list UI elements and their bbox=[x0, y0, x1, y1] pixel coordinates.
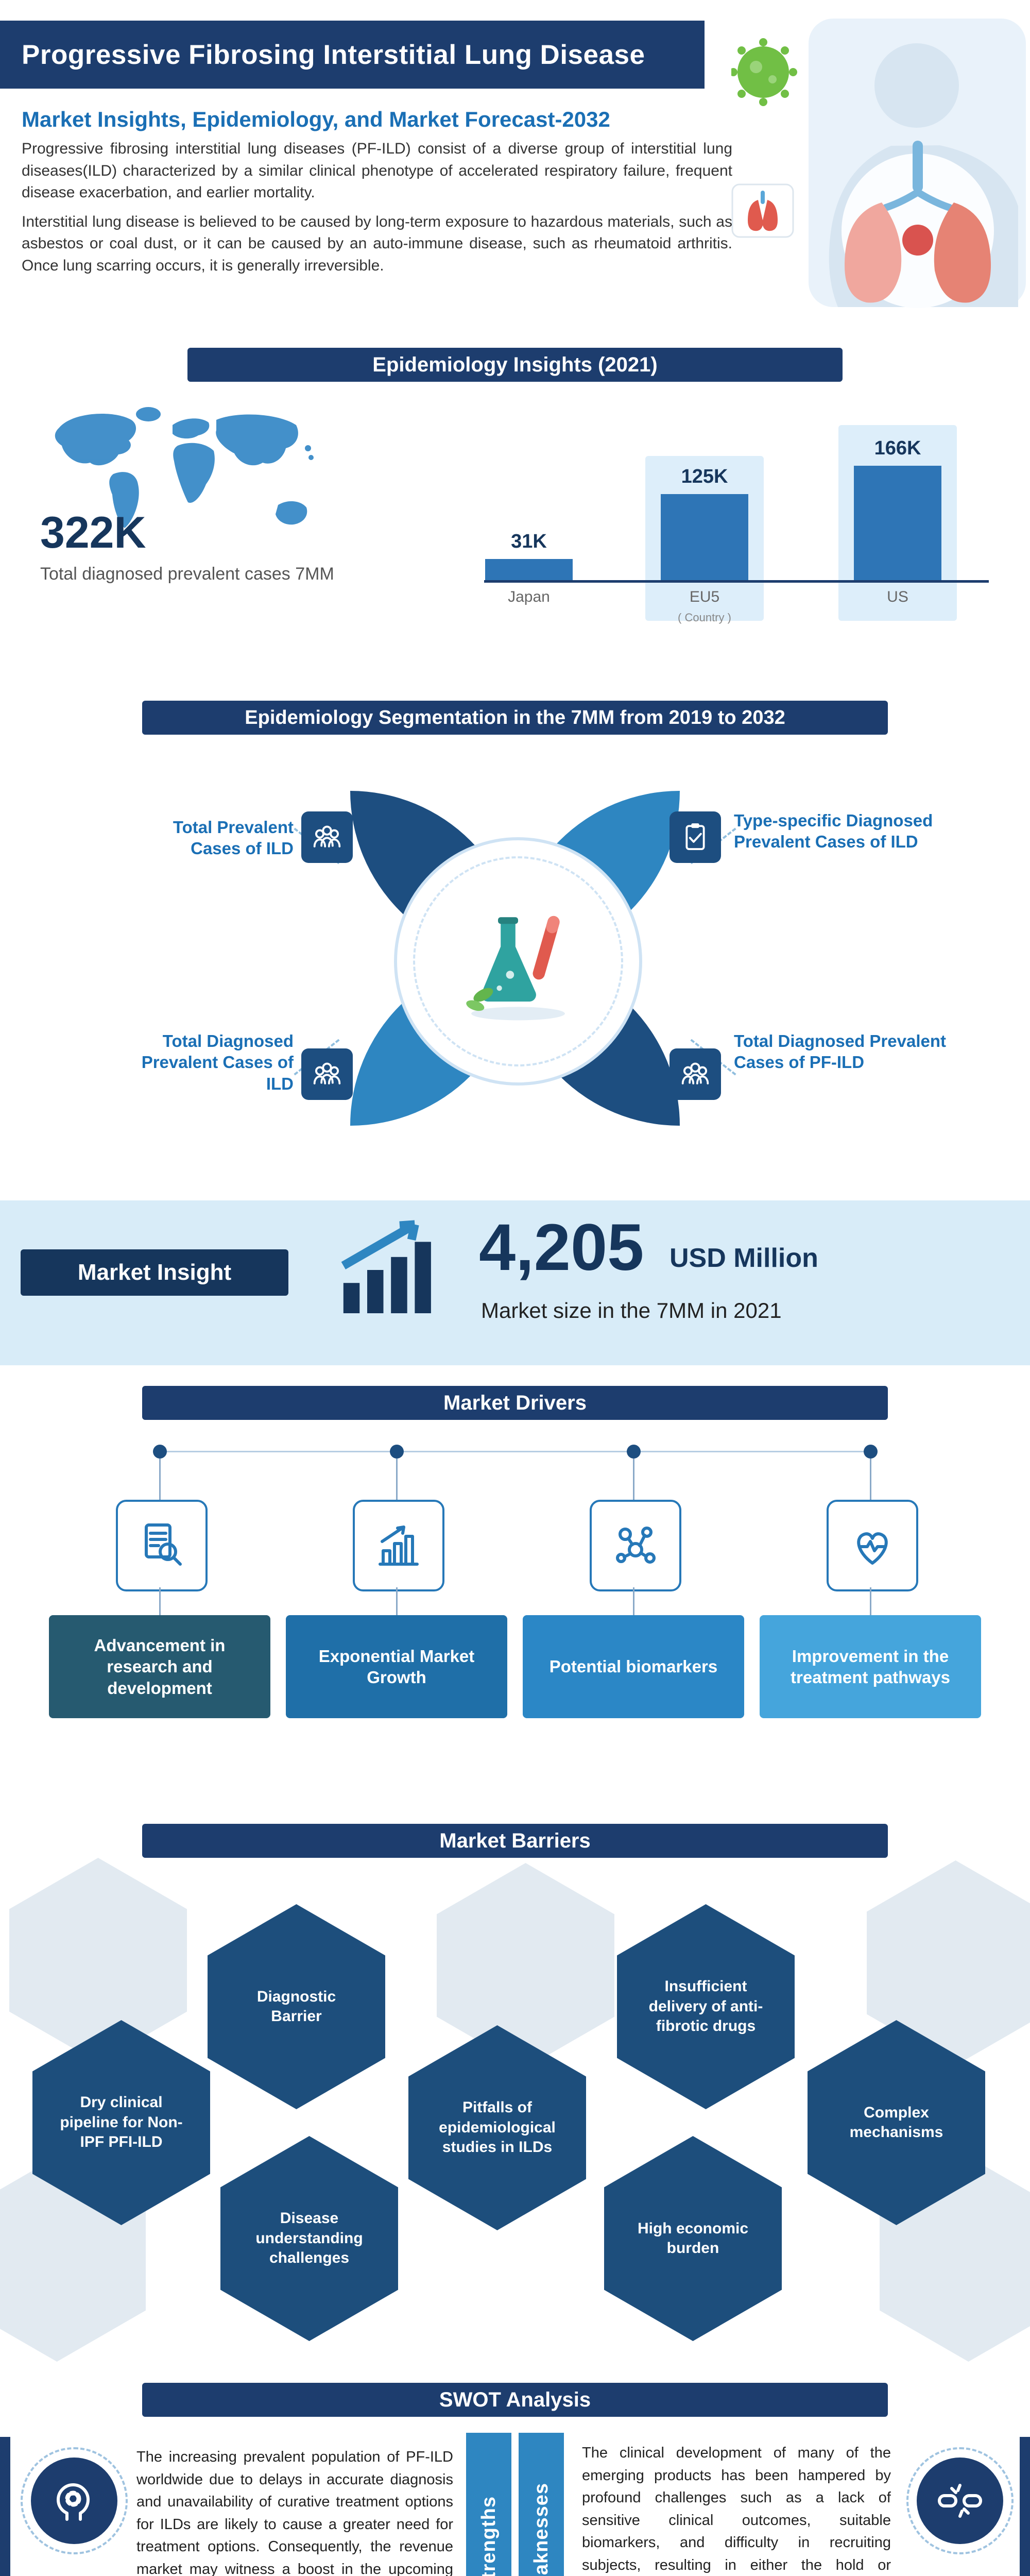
lungs-card-icon bbox=[731, 183, 794, 238]
growth-bars-arrow-icon bbox=[330, 1216, 448, 1324]
intro-text: Progressive fibrosing interstitial lung … bbox=[22, 138, 732, 284]
people-group-icon bbox=[670, 1048, 721, 1100]
decor-hexagon bbox=[9, 1858, 187, 2063]
market-drivers-banner: Market Drivers bbox=[142, 1386, 888, 1420]
world-map bbox=[55, 407, 314, 528]
bar-value-eu5: 125K bbox=[681, 466, 728, 487]
growth-chart-icon bbox=[353, 1500, 444, 1591]
lungs-illustration bbox=[731, 19, 1026, 308]
strengths-text: The increasing prevalent population of P… bbox=[136, 2449, 453, 2576]
weaknesses-band: Weaknesses bbox=[519, 2433, 564, 2576]
segment-type-specific-ild: Type-specific Diagnosed Prevalent Cases … bbox=[734, 811, 933, 852]
driver-market-growth: Exponential Market Growth bbox=[286, 1615, 507, 1718]
doc-search-icon bbox=[116, 1500, 208, 1591]
barrier-epi-pitfalls: Pitfalls of epidemiological studies in I… bbox=[408, 2025, 586, 2230]
market-insight-label: Market Insight bbox=[21, 1249, 288, 1296]
brain-gear-icon bbox=[31, 2458, 117, 2544]
segment-total-prevalent-ild: Total Prevalent Cases of ILD bbox=[173, 818, 294, 858]
lab-illustration bbox=[466, 916, 565, 1021]
market-size-value: 4,205 bbox=[479, 1211, 644, 1284]
people-group-icon bbox=[301, 811, 353, 863]
axis-label-japan: Japan bbox=[508, 588, 550, 605]
axis-label-eu5: EU5 bbox=[689, 588, 720, 605]
header-title-bar: Progressive Fibrosing Interstitial Lung … bbox=[0, 21, 705, 89]
page-title: Progressive Fibrosing Interstitial Lung … bbox=[22, 39, 645, 70]
driver-biomarkers: Potential biomarkers bbox=[523, 1615, 744, 1718]
total-prevalent-cases-caption: Total diagnosed prevalent cases 7MM bbox=[40, 564, 334, 584]
driver-treatment-pathways: Improvement in the treatment pathways bbox=[760, 1615, 981, 1718]
driver-node bbox=[864, 1445, 878, 1459]
swot-banner: SWOT Analysis bbox=[142, 2383, 888, 2417]
market-size-unit: USD Million bbox=[670, 1243, 818, 1273]
driver-node bbox=[390, 1445, 404, 1459]
market-barriers-banner: Market Barriers bbox=[142, 1824, 888, 1858]
barrier-understanding: Disease understanding challenges bbox=[220, 2136, 398, 2341]
barrier-diagnostic: Diagnostic Barrier bbox=[208, 1904, 385, 2109]
driver-rnd: Advancement in research and development bbox=[49, 1615, 270, 1718]
intro-paragraph-1: Progressive fibrosing interstitial lung … bbox=[22, 140, 732, 201]
decor-hexagon bbox=[437, 1863, 614, 2068]
segmentation-center bbox=[394, 837, 642, 1086]
total-prevalent-cases-value: 322K bbox=[40, 508, 146, 557]
intro-paragraph-2: Interstitial lung disease is believed to… bbox=[22, 213, 732, 274]
bar-value-us: 166K bbox=[874, 437, 921, 459]
segment-total-diagnosed-pfild: Total Diagnosed Prevalent Cases of PF-IL… bbox=[734, 1031, 946, 1072]
bar-us bbox=[854, 466, 941, 580]
molecule-icon bbox=[590, 1500, 681, 1591]
epidemiology-insights-banner: Epidemiology Insights (2021) bbox=[187, 348, 843, 382]
segmentation-banner: Epidemiology Segmentation in the 7MM fro… bbox=[142, 701, 888, 735]
weaknesses-text: The clinical development of many of the … bbox=[582, 2445, 891, 2573]
market-size-caption: Market size in the 7MM in 2021 bbox=[481, 1298, 782, 1323]
strengths-band: Strengths bbox=[466, 2433, 511, 2576]
bar-japan bbox=[485, 559, 573, 580]
segment-total-diagnosed-ild: Total Diagnosed Prevalent Cases of ILD bbox=[141, 1031, 294, 1093]
barriers-honeycomb: Diagnostic Barrier Insufficient delivery… bbox=[0, 1858, 1030, 2365]
drivers-connector-line bbox=[160, 1451, 870, 1452]
broken-chain-icon bbox=[917, 2458, 1003, 2544]
page-subtitle: Market Insights, Epidemiology, and Marke… bbox=[22, 107, 610, 131]
prevalence-bar-chart: 31K 125K 166K bbox=[464, 428, 1009, 580]
barrier-antifibrotic: Insufficient delivery of anti-fibrotic d… bbox=[617, 1904, 795, 2109]
driver-node bbox=[153, 1445, 167, 1459]
bar-value-japan: 31K bbox=[511, 531, 547, 552]
people-group-icon bbox=[301, 1048, 353, 1100]
bar-eu5 bbox=[661, 494, 748, 580]
axis-label-us: US bbox=[887, 588, 908, 605]
barrier-economic: High economic burden bbox=[604, 2136, 782, 2341]
chart-baseline bbox=[484, 580, 989, 583]
heart-pulse-icon bbox=[827, 1500, 918, 1591]
driver-node bbox=[627, 1445, 641, 1459]
axis-sublabel-eu5: ( Country ) bbox=[678, 611, 731, 624]
virus-icon bbox=[731, 38, 797, 106]
clipboard-check-icon bbox=[670, 811, 721, 863]
